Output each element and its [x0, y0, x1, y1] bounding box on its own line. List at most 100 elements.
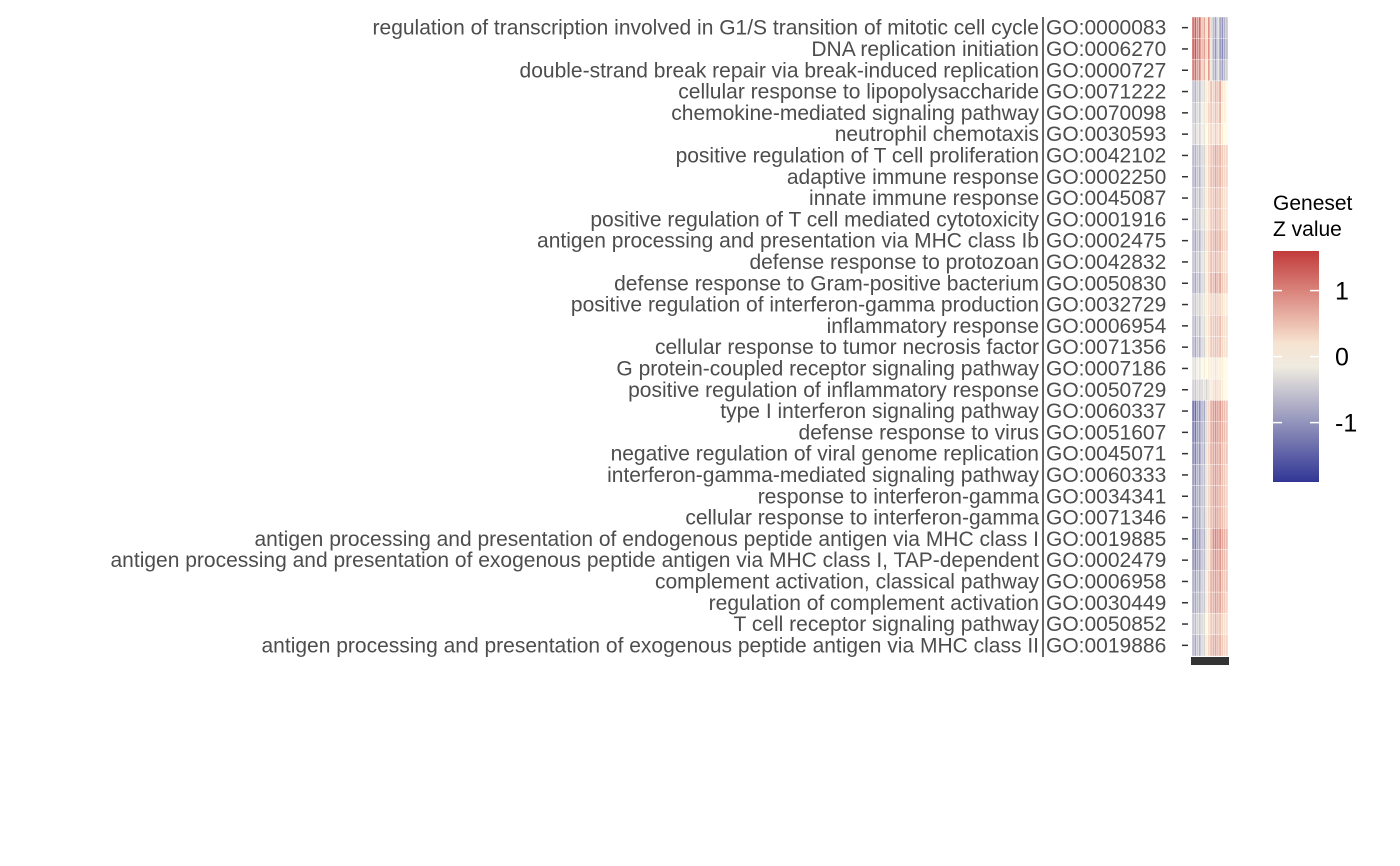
heatmap-cell: [1209, 357, 1213, 380]
heatmap-cell: [1196, 634, 1199, 657]
heatmap-cell: [1191, 102, 1195, 124]
heatmap-cell: [1212, 400, 1215, 422]
heatmap-cell: [1218, 293, 1222, 316]
heatmap-cell: [1218, 613, 1222, 635]
heatmap-cell: [1214, 315, 1217, 337]
heatmap-cell: [1221, 315, 1224, 337]
heatmap-cell: [1214, 421, 1217, 444]
heatmap-cell: [1200, 80, 1204, 103]
heatmap-cell: [1218, 123, 1222, 145]
heatmap-cell: [1209, 570, 1213, 593]
heatmap-cell: [1198, 102, 1202, 124]
heatmap-cell: [1191, 400, 1195, 422]
heatmap-cell: [1191, 80, 1195, 103]
row-term-label: chemokine-mediated signaling pathway: [671, 102, 1039, 125]
heatmap-cell: [1194, 208, 1197, 231]
heatmap-cell: [1209, 251, 1213, 273]
heatmap-cell: [1216, 187, 1220, 209]
heatmap-cell: [1196, 591, 1199, 614]
heatmap-cell: [1203, 102, 1206, 124]
heatmap-cell: [1221, 442, 1224, 465]
heatmap-cell: [1200, 549, 1204, 571]
heatmap-cell: [1212, 336, 1215, 358]
row-go-id-label: GO:0060337: [1046, 400, 1166, 423]
heatmap-cell: [1225, 464, 1229, 486]
heatmap-cell: [1191, 59, 1195, 82]
heatmap-cell: [1205, 208, 1208, 231]
heatmap-cell: [1214, 80, 1217, 103]
heatmap-cell: [1203, 315, 1206, 337]
heatmap-cell: [1223, 144, 1226, 167]
heatmap-cell: [1223, 485, 1226, 508]
heatmap-cell: [1223, 272, 1226, 295]
heatmap-cell: [1191, 528, 1195, 550]
heatmap-cell: [1221, 16, 1224, 39]
row-term-label: double-strand break repair via break-ind…: [520, 59, 1039, 82]
heatmap-cell: [1196, 251, 1199, 273]
heatmap-cell: [1214, 16, 1217, 39]
heatmap-cell: [1225, 378, 1229, 401]
heatmap-cell: [1209, 165, 1213, 188]
heatmap-cell: [1203, 336, 1206, 358]
heatmap-cell: [1198, 613, 1202, 635]
heatmap-cell: [1223, 442, 1226, 465]
heatmap-cell: [1196, 38, 1199, 60]
row-term-label: antigen processing and presentation of e…: [262, 634, 1040, 657]
heatmap-cell: [1214, 528, 1217, 550]
heatmap-cell: [1225, 485, 1229, 508]
heatmap-cell: [1218, 336, 1222, 358]
heatmap-cell: [1194, 59, 1197, 82]
row-go-id-label: GO:0034341: [1046, 485, 1166, 508]
heatmap-cell: [1205, 165, 1208, 188]
heatmap-cell: [1200, 357, 1204, 380]
heatmap-cell: [1203, 485, 1206, 508]
heatmap-cell: [1216, 528, 1220, 550]
row-go-id-label: GO:0032729: [1046, 294, 1166, 317]
heatmap-cell: [1205, 16, 1208, 39]
heatmap-cell: [1200, 315, 1204, 337]
heatmap-cell: [1209, 59, 1213, 82]
heatmap-cell: [1196, 80, 1199, 103]
heatmap-cell: [1194, 38, 1197, 60]
heatmap-cell: [1216, 16, 1220, 39]
heatmap-cell: [1223, 59, 1226, 82]
heatmap-cell: [1207, 102, 1211, 124]
heatmap-cell: [1203, 272, 1206, 295]
row-term-label: positive regulation of interferon-gamma …: [571, 294, 1039, 317]
row-term-label: G protein-coupled receptor signaling pat…: [616, 357, 1039, 380]
heatmap-cell: [1194, 315, 1197, 337]
heatmap-cell: [1218, 634, 1222, 657]
heatmap-cell: [1216, 634, 1220, 657]
heatmap-cell: [1221, 251, 1224, 273]
heatmap-cell: [1207, 38, 1211, 60]
heatmap-cell: [1200, 336, 1204, 358]
heatmap-cell: [1214, 357, 1217, 380]
heatmap-cell: [1216, 357, 1220, 380]
heatmap-cell: [1225, 80, 1229, 103]
heatmap-cell: [1223, 102, 1226, 124]
heatmap-cell: [1214, 506, 1217, 529]
row-term-label: positive regulation of inflammatory resp…: [628, 379, 1039, 402]
heatmap-cell: [1218, 80, 1222, 103]
heatmap-cell: [1207, 251, 1211, 273]
heatmap-cell: [1218, 102, 1222, 124]
heatmap-cell: [1212, 187, 1215, 209]
heatmap-cell: [1212, 165, 1215, 188]
heatmap-cell: [1225, 634, 1229, 657]
heatmap-cell: [1209, 400, 1213, 422]
row-go-id-label: GO:0060333: [1046, 464, 1166, 487]
heatmap-cell: [1198, 293, 1202, 316]
heatmap-cell: [1221, 357, 1224, 380]
heatmap-cell: [1207, 144, 1211, 167]
heatmap-cell: [1191, 591, 1195, 614]
heatmap-cell: [1191, 485, 1195, 508]
heatmap-cell: [1218, 400, 1222, 422]
heatmap-cell: [1209, 16, 1213, 39]
heatmap-cell: [1218, 144, 1222, 167]
heatmap-cell: [1207, 59, 1211, 82]
heatmap-cell: [1203, 400, 1206, 422]
heatmap-cell: [1196, 378, 1199, 401]
heatmap-cell: [1209, 208, 1213, 231]
heatmap-cell: [1194, 485, 1197, 508]
